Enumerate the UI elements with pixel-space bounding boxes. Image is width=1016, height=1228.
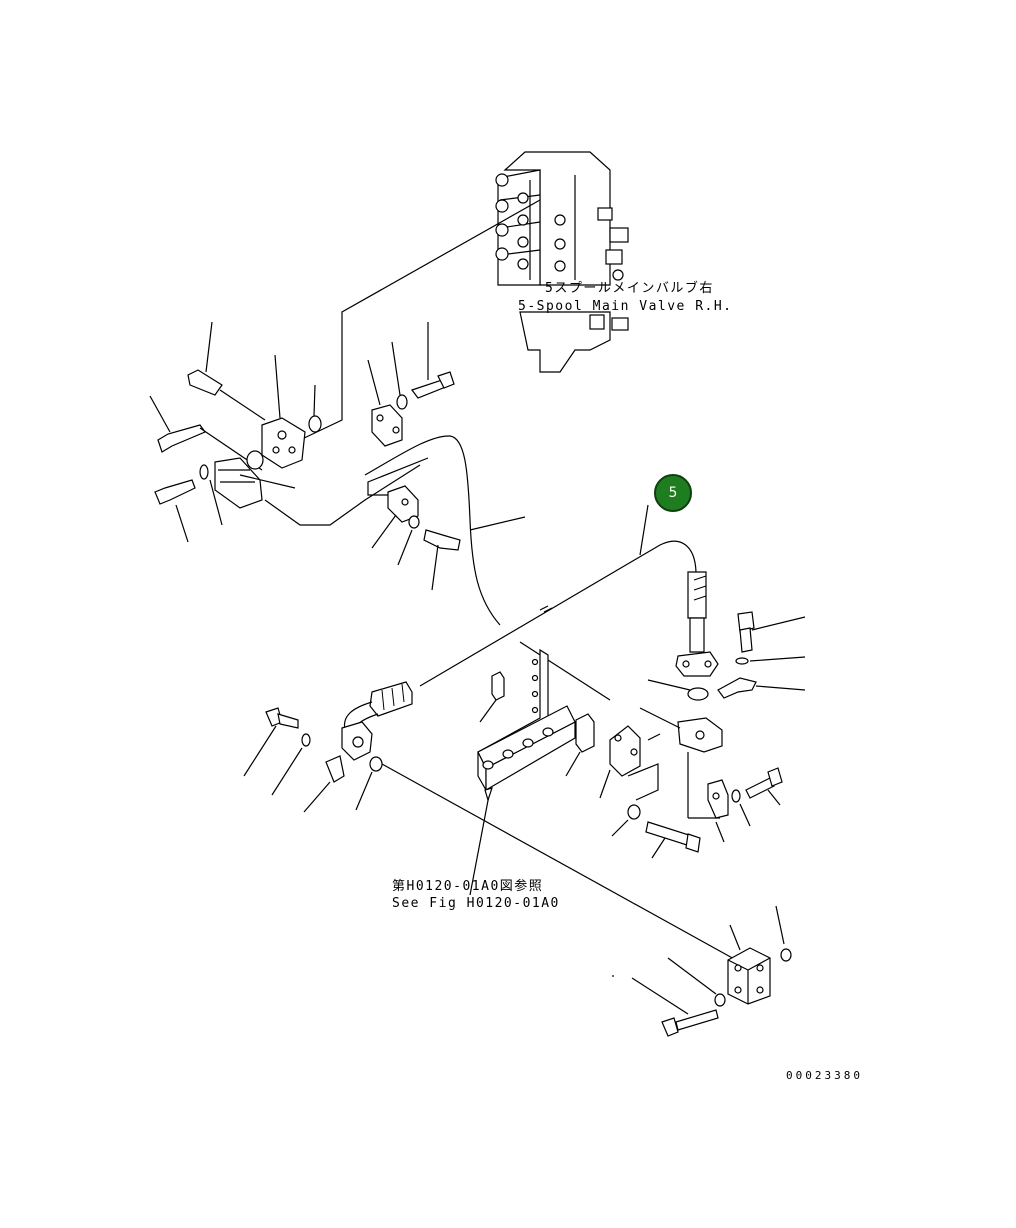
- hose-line-upper: [364, 435, 501, 626]
- upper-clamp-group: [367, 322, 461, 591]
- callout-number: 5: [668, 485, 678, 501]
- reference-label-en: See Fig H0120-01A0: [392, 896, 560, 911]
- drawing-number: 00023380: [786, 1069, 863, 1082]
- lower-left-fittings: [243, 681, 737, 961]
- right-vertical-hose: [647, 571, 719, 701]
- reference-label-jp: 第H0120-01A0図参照: [392, 879, 544, 894]
- upper-left-fittings: [149, 321, 421, 543]
- main-valve-label-jp: 5スプールメインバルブ右: [545, 281, 714, 296]
- main-valve-label-en: 5-Spool Main Valve R.H.: [518, 299, 733, 314]
- main-valve: [495, 151, 629, 373]
- center-bracket: [469, 648, 701, 896]
- hose-line-valve: [299, 199, 541, 441]
- right-fittings: [639, 611, 806, 843]
- hose-line-main: [419, 540, 697, 687]
- bottom-right-block: [612, 905, 792, 1037]
- callout-marker-5[interactable]: 5: [654, 474, 692, 512]
